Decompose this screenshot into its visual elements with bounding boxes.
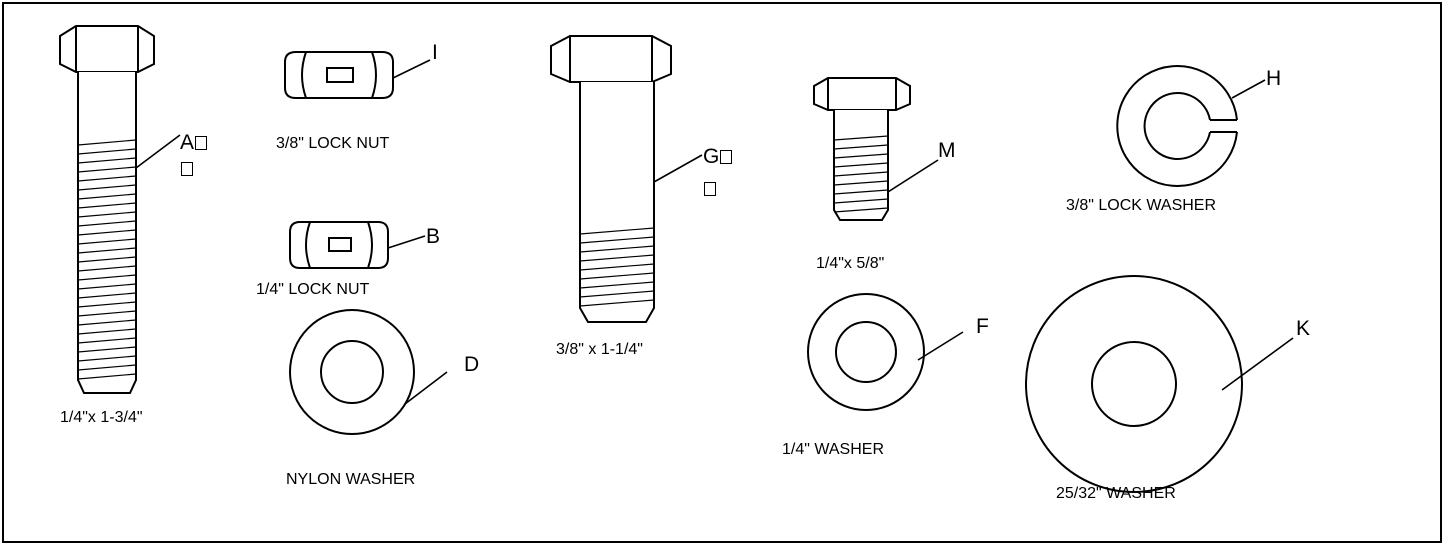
thread-line — [77, 319, 137, 326]
thread-line — [77, 256, 137, 263]
thread-line — [77, 220, 137, 227]
washer-f — [807, 293, 964, 411]
thread-line — [77, 364, 137, 371]
thread-line — [77, 211, 137, 218]
thread-line — [77, 139, 137, 146]
thread-line — [77, 202, 137, 209]
thread-line — [833, 144, 889, 150]
thread-line — [579, 263, 655, 271]
thread-line — [77, 184, 137, 191]
thread-line — [833, 189, 889, 195]
thread-line — [77, 148, 137, 155]
washer-k — [1025, 275, 1294, 493]
label-g-box — [703, 178, 716, 199]
label-g: G — [703, 146, 733, 167]
bolt-g-threads — [579, 227, 655, 307]
thread-line — [833, 162, 889, 168]
thread-line — [579, 272, 655, 280]
caption-washer-d: NYLON WASHER — [286, 471, 416, 488]
label-m: M — [938, 139, 956, 162]
thread-line — [77, 283, 137, 290]
caption-bolt-m: 1/4"x 5/8" — [816, 255, 885, 272]
label-b: B — [426, 225, 441, 248]
diagram-frame — [2, 2, 1442, 543]
placeholder-box-a2 — [181, 162, 193, 176]
caption-washer-f: 1/4" WASHER — [782, 441, 884, 458]
thread-line — [833, 171, 889, 177]
bolt-a-threads — [77, 139, 137, 380]
label-k: K — [1296, 317, 1311, 340]
thread-line — [579, 254, 655, 262]
thread-line — [77, 328, 137, 335]
placeholder-box-g2 — [704, 182, 716, 196]
caption-bolt-g: 3/8" x 1-1/4" — [556, 341, 643, 358]
thread-line — [579, 236, 655, 244]
thread-line — [833, 153, 889, 159]
thread-line — [833, 135, 889, 141]
thread-line — [833, 198, 889, 204]
bolt-m-threads — [833, 135, 889, 213]
thread-line — [77, 247, 137, 254]
thread-line — [77, 310, 137, 317]
label-f: F — [976, 315, 989, 338]
thread-line — [77, 292, 137, 299]
label-a: A — [180, 132, 208, 153]
label-d: D — [464, 353, 480, 376]
thread-line — [77, 274, 137, 281]
label-a-box — [180, 158, 193, 179]
thread-line — [77, 373, 137, 380]
caption-bolt-a: 1/4"x 1-3/4" — [60, 409, 143, 426]
caption-nut-i: 3/8" LOCK NUT — [276, 135, 390, 152]
label-h: H — [1266, 67, 1282, 90]
bolt-g — [550, 35, 703, 323]
thread-line — [579, 281, 655, 289]
thread-line — [77, 346, 137, 353]
thread-line — [77, 301, 137, 308]
thread-line — [77, 238, 137, 245]
thread-line — [77, 337, 137, 344]
placeholder-box-g1 — [720, 150, 733, 164]
label-i: I — [432, 41, 438, 64]
thread-line — [77, 229, 137, 236]
thread-line — [77, 265, 137, 272]
thread-line — [579, 299, 655, 307]
nut-i — [284, 51, 431, 99]
thread-line — [579, 245, 655, 253]
thread-line — [77, 175, 137, 182]
nut-b — [289, 221, 426, 269]
caption-washer-h: 3/8" LOCK WASHER — [1066, 197, 1217, 214]
thread-line — [833, 180, 889, 186]
thread-line — [77, 355, 137, 362]
bolt-a — [59, 25, 181, 394]
lock-washer-h — [1116, 65, 1266, 187]
washer-d — [289, 309, 448, 435]
caption-washer-k: 25/32" WASHER — [1056, 485, 1176, 502]
thread-line — [579, 227, 655, 235]
placeholder-box-a1 — [195, 136, 208, 150]
bolt-m — [813, 77, 939, 221]
caption-nut-b: 1/4" LOCK NUT — [256, 281, 370, 298]
thread-line — [579, 290, 655, 298]
thread-line — [77, 157, 137, 164]
thread-line — [77, 193, 137, 200]
thread-line — [77, 166, 137, 173]
thread-line — [833, 207, 889, 213]
